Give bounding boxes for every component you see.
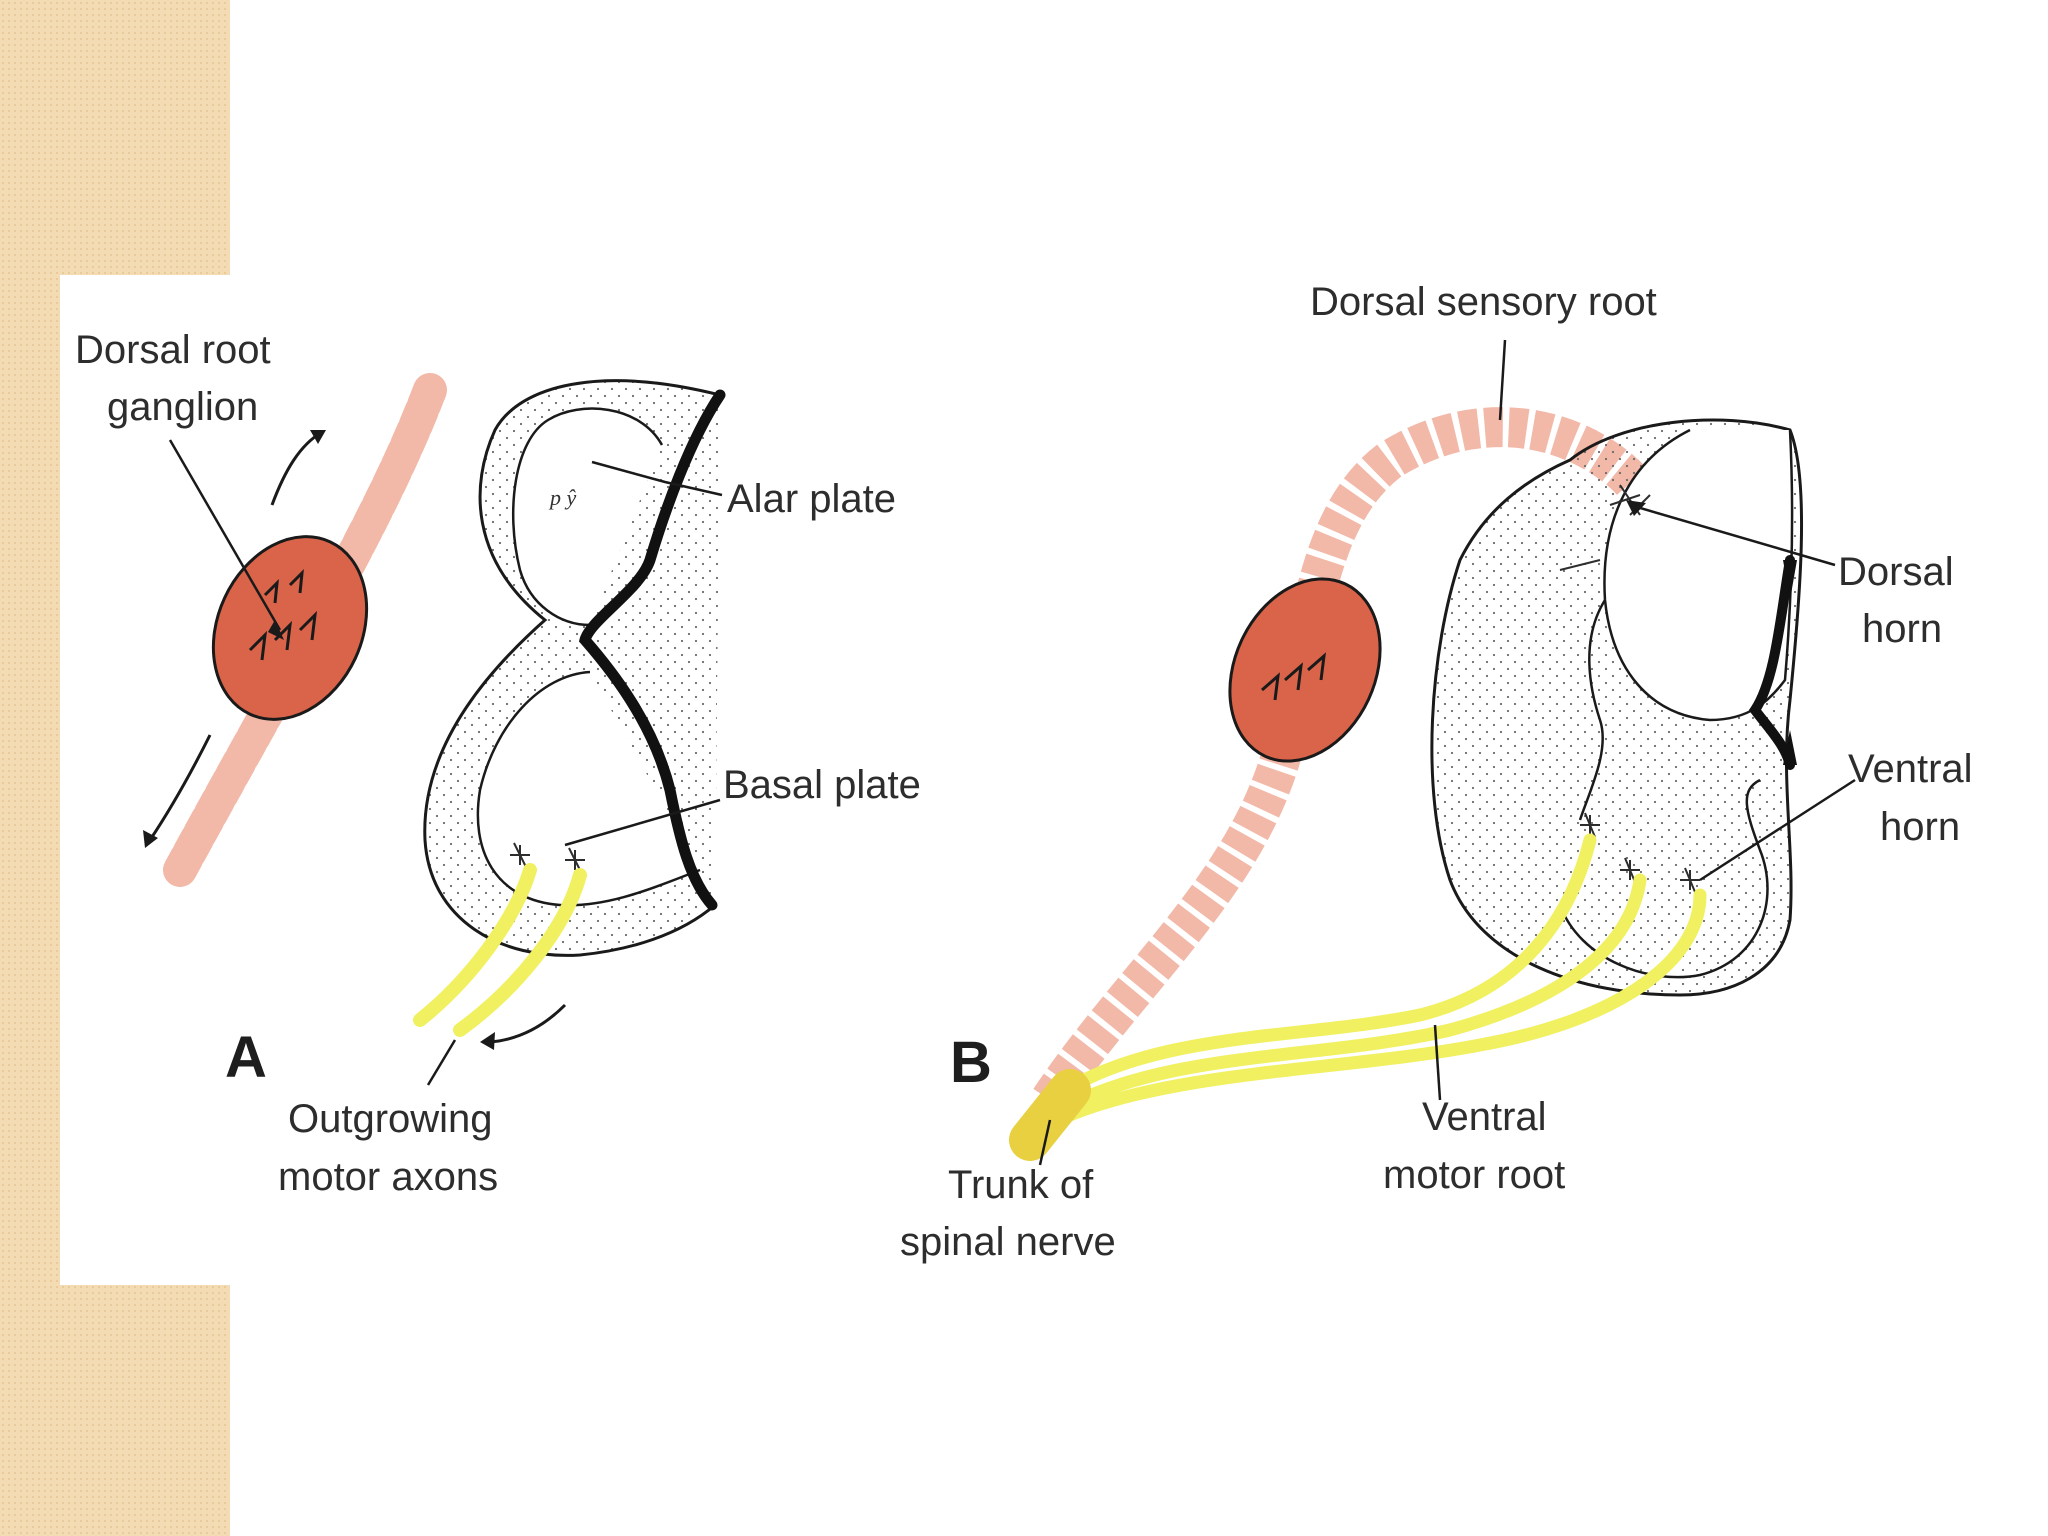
leader-dorsal-sensory-root xyxy=(1498,339,1507,421)
white-matter-outline xyxy=(1578,599,1607,821)
label-ventral-horn-line2: horn xyxy=(1880,805,1960,849)
label-dorsal-horn-line2: horn xyxy=(1862,607,1942,651)
outgrowing-motor-axons xyxy=(413,863,587,1037)
label-trunk-of-spinal-nerve-line2: spinal nerve xyxy=(900,1220,1116,1264)
ventral-motor-root-band xyxy=(1043,833,1707,1122)
dorsal-root-ganglion-b xyxy=(1228,577,1382,763)
leader-alar-plate xyxy=(591,460,723,497)
figure-panel: p ŷ Dorsal root ganglion Alar plate Basa… xyxy=(60,275,2048,1285)
label-ventral-horn-line1: Ventral xyxy=(1848,747,1973,791)
sulcus-limitans-b xyxy=(1748,555,1795,770)
label-dorsal-horn-line1: Dorsal xyxy=(1838,550,1954,594)
ventral-horn-region xyxy=(1558,778,1769,979)
alar-plate-region xyxy=(511,407,664,627)
panel-letter-b: B xyxy=(950,1030,992,1095)
label-ventral-motor-root-line2: motor root xyxy=(1383,1153,1565,1197)
leader-outgrowing-motor-axons xyxy=(426,1039,457,1086)
growth-arrow-up xyxy=(270,430,323,506)
outgrowth-arrow xyxy=(489,1003,567,1044)
central-canal-outline xyxy=(578,389,726,911)
label-dorsal-sensory-root: Dorsal sensory root xyxy=(1310,280,1657,324)
neural-tube-section-a: p ŷ xyxy=(423,379,726,957)
label-outgrowing-motor-axons-line1: Outgrowing xyxy=(288,1097,493,1141)
leader-dorsal-root-ganglion xyxy=(168,439,282,631)
spinal-cord-section-b xyxy=(1430,418,1804,997)
basal-plate-region xyxy=(476,670,701,907)
panel-a: p ŷ Dorsal root ganglion Alar plate Basa… xyxy=(75,328,921,1199)
panel-letter-a: A xyxy=(225,1025,267,1090)
spinal-nerve-trunk xyxy=(1009,1069,1091,1161)
leader-dorsal-horn xyxy=(1629,503,1836,567)
label-basal-plate: Basal plate xyxy=(723,763,921,807)
label-trunk-of-spinal-nerve-line1: Trunk of xyxy=(948,1163,1094,1207)
leader-trunk-of-spinal-nerve xyxy=(1038,1119,1052,1166)
label-ventral-motor-root-line1: Ventral xyxy=(1422,1095,1547,1139)
leader-ventral-horn xyxy=(1699,778,1856,882)
growth-arrow-down xyxy=(148,734,212,841)
panel-b: Dorsal sensory root Dorsal horn Ventral … xyxy=(900,280,1973,1264)
leader-basal-plate xyxy=(564,798,721,847)
label-outgrowing-motor-axons-line2: motor axons xyxy=(278,1155,498,1199)
label-dorsal-root-ganglion-line2: ganglion xyxy=(107,385,258,429)
leader-ventral-motor-root xyxy=(1433,1024,1442,1101)
label-dorsal-root-ganglion-line1: Dorsal root xyxy=(75,328,271,372)
svg-text:p ŷ: p ŷ xyxy=(548,485,577,510)
spinal-cord-development-diagram: p ŷ Dorsal root ganglion Alar plate Basa… xyxy=(75,280,1973,1264)
label-alar-plate: Alar plate xyxy=(727,477,896,521)
